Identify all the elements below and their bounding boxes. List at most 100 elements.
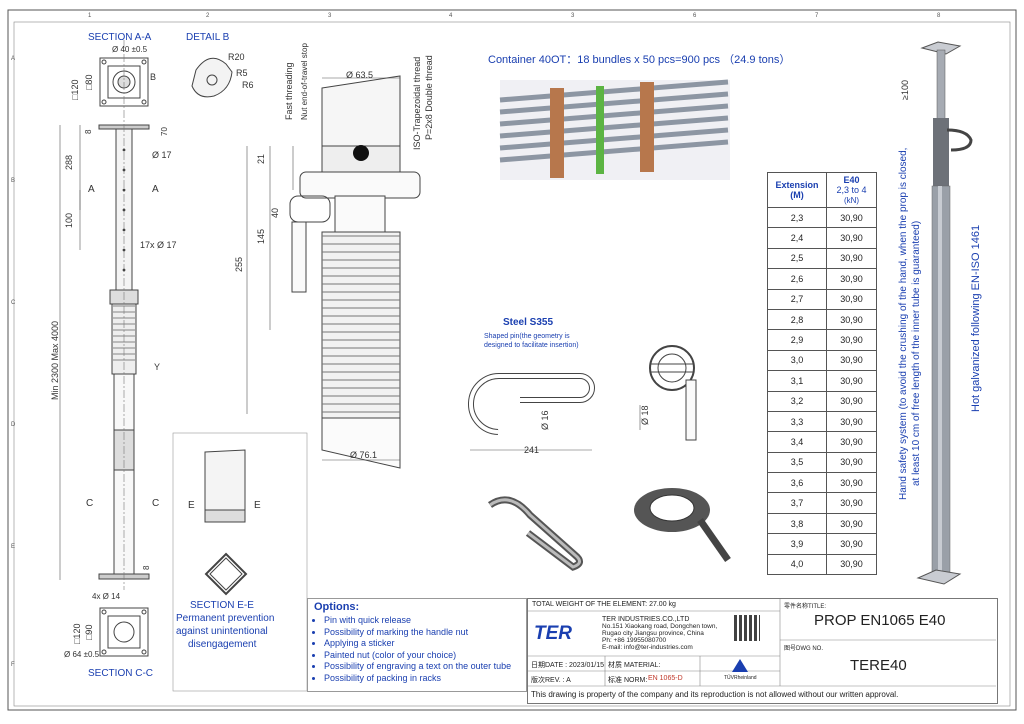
option-item: Pin with quick release	[324, 615, 511, 627]
section-ee-title: SECTION E-E	[190, 600, 254, 611]
company-address-2: Rugao city Jiangsu province, China	[602, 630, 704, 637]
grid-number: 8	[937, 13, 941, 19]
section-cc-square-outer: □120	[72, 623, 82, 644]
label-fast-threading: Fast threading	[284, 62, 294, 120]
table-cell-load: 30,90	[826, 329, 877, 351]
table-cell-extension: 3,1	[767, 370, 827, 392]
bundle-image	[499, 79, 730, 180]
option-item: Painted nut (color of your choice)	[324, 650, 511, 662]
outer-frame	[7, 9, 1017, 711]
grid-number: 3	[328, 13, 332, 19]
table-cell-extension: 3,6	[767, 472, 827, 494]
section-aa-title: SECTION A-A	[88, 32, 152, 43]
table-cell-load: 30,90	[826, 206, 877, 229]
table-cell-load: 30,90	[826, 349, 877, 372]
option-item: Possibility of engraving a text on the o…	[324, 661, 511, 673]
grid-number: 7	[815, 13, 819, 19]
dim-holes: 17x Ø 17	[140, 240, 177, 250]
table-cell-extension: 3,0	[767, 349, 827, 372]
grid-letter: D	[11, 422, 16, 428]
pin-3d-image	[487, 496, 583, 571]
title-label: 零件名称TITLE:	[784, 604, 827, 610]
section-ee-note-3: disengagement	[188, 639, 257, 650]
dim-d18: Ø 18	[640, 405, 650, 425]
section-ee-note-1: Permanent prevention	[176, 613, 275, 624]
dim-8-bottom: 8	[142, 565, 151, 570]
option-item: Possibility of marking the handle nut	[324, 627, 511, 639]
drawing-title: PROP EN1065 E40	[814, 612, 946, 629]
section-cc-square-inner: □90	[84, 624, 94, 640]
steel-title: Steel S355	[503, 317, 554, 328]
view-y-marker: Y	[154, 362, 161, 372]
detail-b-r6: R6	[242, 80, 254, 90]
section-ee-note-2: against unintentional	[176, 626, 268, 637]
detail-b-r5: R5	[236, 68, 248, 78]
table-cell-load: 30,90	[826, 370, 877, 392]
drawing-date: 日期DATE : 2023/01/15	[531, 662, 605, 669]
option-item: Possibility of packing in racks	[324, 673, 511, 685]
copyright-footer: This drawing is property of the company …	[531, 690, 899, 699]
steel-pin-drawing	[468, 372, 595, 451]
table-cell-extension: 3,9	[767, 533, 827, 555]
table-cell-load: 30,90	[826, 390, 877, 412]
table-header-e40-unit: (kN)	[843, 195, 860, 205]
container-note: Container 40OT：18 bundles x 50 pcs=900 p…	[488, 54, 791, 66]
dim-70: 70	[160, 127, 169, 136]
table-cell-load: 30,90	[826, 268, 877, 290]
total-weight: TOTAL WEIGHT OF THE ELEMENT: 27.00 kg	[532, 601, 676, 608]
options-list: Pin with quick release Possibility of ma…	[312, 615, 511, 685]
grid-number: 2	[206, 13, 210, 19]
table-cell-extension: 3,2	[767, 390, 827, 412]
table-cell-load: 30,90	[826, 451, 877, 474]
hand-safety-note-2: at least 10 cm of free length of the inn…	[911, 220, 922, 486]
material-label: 材质 MATERIAL:	[608, 662, 661, 669]
handle-nut-drawing	[639, 345, 697, 441]
table-cell-extension: 3,7	[767, 492, 827, 514]
table-cell-load: 30,90	[826, 288, 877, 310]
detail-b-r20: R20	[228, 52, 245, 62]
table-header-extension: Extension(M)	[767, 172, 827, 208]
revision: 版次REV. : A	[531, 677, 571, 684]
section-e-marker: E	[254, 500, 261, 511]
section-cc-holes: 4x Ø 14	[92, 592, 121, 601]
table-header-extension-label: Extension	[775, 180, 819, 190]
label-iso-thread: ISO-Trapezoidal thread	[412, 56, 422, 150]
dim-145: 145	[256, 228, 266, 244]
table-cell-extension: 2,3	[767, 206, 827, 229]
dim-d63: Ø 63.5	[346, 70, 374, 80]
tuv-logo-icon	[732, 659, 748, 672]
section-e-marker: E	[188, 500, 195, 511]
qr-code-icon	[734, 615, 760, 641]
table-cell-load: 30,90	[826, 553, 877, 576]
grid-number: 3	[571, 13, 575, 19]
company-email: E-mail: info@ter-industries.com	[602, 644, 693, 651]
prop-3d-image	[916, 41, 973, 585]
table-cell-load: 30,90	[826, 410, 877, 433]
company-logo: TER	[534, 623, 572, 644]
table-cell-extension: 3,5	[767, 451, 827, 474]
table-cell-extension: 2,9	[767, 329, 827, 351]
section-cc-title: SECTION C-C	[88, 668, 153, 679]
table-cell-extension: 2,7	[767, 288, 827, 310]
grid-letter: A	[11, 56, 16, 62]
drawing-number: TERE40	[850, 657, 907, 674]
left-elevation-prop	[59, 40, 150, 590]
table-cell-extension: 2,4	[767, 227, 827, 249]
